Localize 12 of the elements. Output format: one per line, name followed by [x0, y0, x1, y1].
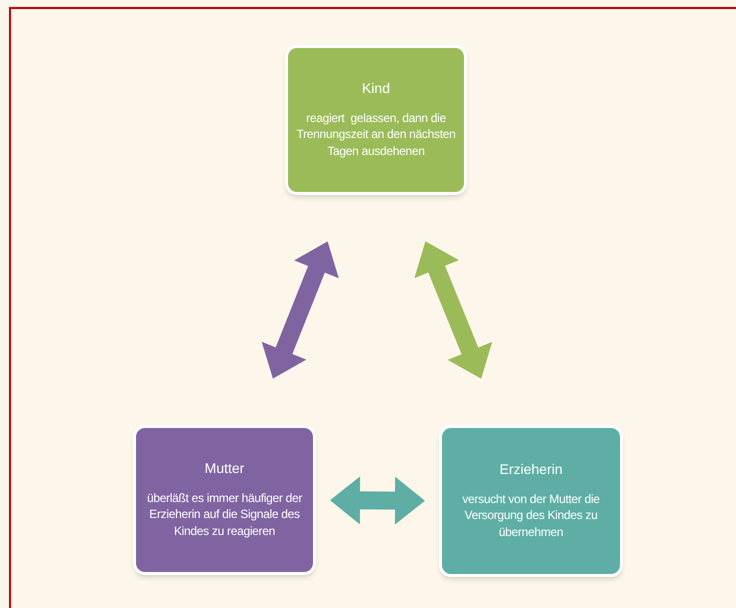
- box-heading: Kind: [362, 80, 390, 98]
- process-box: [439, 425, 623, 577]
- box-heading: Mutter: [204, 460, 244, 478]
- double-arrow: [414, 241, 492, 379]
- process-box: [285, 45, 467, 195]
- double-arrow: [262, 241, 339, 379]
- process-box: [133, 425, 316, 575]
- box-heading: Erzieherin: [499, 461, 563, 479]
- box-description: versucht von der Mutter die Versorgung des Kindes zu übernehmen: [461, 490, 601, 541]
- box-description: überläßt es immer häufiger der Erzieherin auf die Signale des Kindes zu reagieren: [146, 490, 304, 540]
- double-arrow: [330, 476, 425, 525]
- box-description: reagiert gelassen, dann die Trennungszeit an den nächsten Tagen ausdehenen: [296, 110, 456, 160]
